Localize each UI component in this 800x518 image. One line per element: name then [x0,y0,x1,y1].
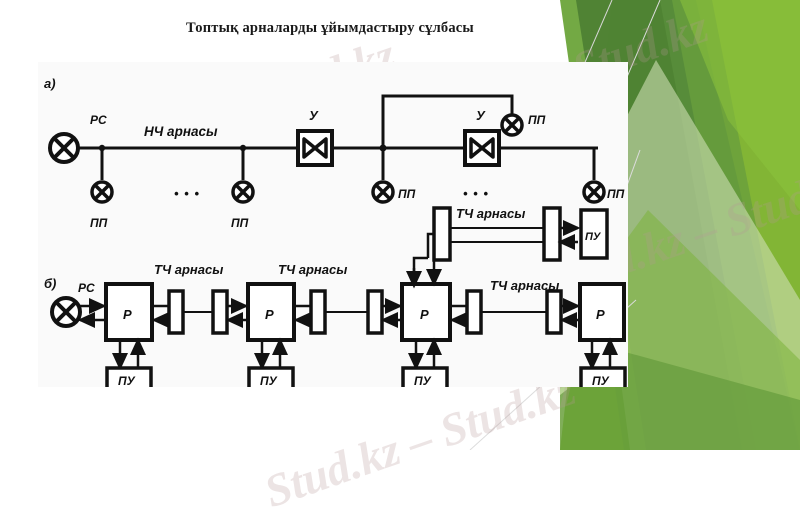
node-rs-b [50,296,82,328]
label-nch-channel: НЧ арнасы [144,124,218,139]
label-pp-a2: ПП [231,216,249,230]
label-tch-b3: ТЧ арнасы [490,278,559,293]
block-diagram: а) РС НЧ арнасы ПП • • • ПП У [38,62,628,387]
label-pp-a-branch: ПП [528,113,546,127]
filter-b1a [167,289,185,335]
filter-branch-a [432,206,452,262]
label-pu-b1: ПУ [118,374,136,387]
label-pp-a3: ПП [398,187,416,201]
page-title: Топтық арналарды ұйымдастыру сұлбасы [186,20,474,36]
node-amplifier-a2 [463,129,501,167]
label-repeater-b4: Р [596,307,605,322]
node-amplifier-a1 [296,129,334,167]
node-rs-a [48,132,80,164]
row-a: а) РС НЧ арнасы ПП • • • ПП У [44,76,625,230]
label-repeater-b2: Р [265,307,274,322]
node-pp-a4 [582,180,606,204]
slide-canvas: Топтық арналарды ұйымдастыру сұлбасы Stu… [38,0,800,518]
node-pp-a1 [90,180,114,204]
row-b-caption: б) [44,276,56,291]
filter-branch-b [542,206,562,262]
ellipsis-a1: • • • [174,186,200,201]
ellipsis-a2: • • • [463,186,489,201]
label-rs-b: РС [78,281,95,295]
filter-b1b [211,289,229,335]
label-tch-branch: ТЧ арнасы [456,206,525,221]
row-a-caption: а) [44,76,56,91]
label-repeater-b3: Р [420,307,429,322]
label-tch-b2: ТЧ арнасы [278,262,347,277]
label-pu-branch: ПУ [585,231,602,243]
node-pp-a2 [231,180,255,204]
filter-b3a [465,289,483,335]
label-repeater-b1: Р [123,307,132,322]
label-amp-a2: У [476,108,486,123]
row-b: б) РС Р ПУ ТЧ арнасы [44,206,627,387]
label-amp-a1: У [309,108,319,123]
label-pp-a1: ПП [90,216,108,230]
label-pp-a4: ПП [607,187,625,201]
label-pu-b3: ПУ [414,374,432,387]
node-pp-a3 [371,180,395,204]
label-rs-a: РС [90,113,107,127]
filter-b2a [309,289,327,335]
label-tch-b1: ТЧ арнасы [154,262,223,277]
filter-b2b [366,289,384,335]
label-pu-b4: ПУ [592,374,610,387]
filter-b3b [545,289,563,335]
label-pu-b2: ПУ [260,374,278,387]
node-pp-a-branch [500,113,524,137]
